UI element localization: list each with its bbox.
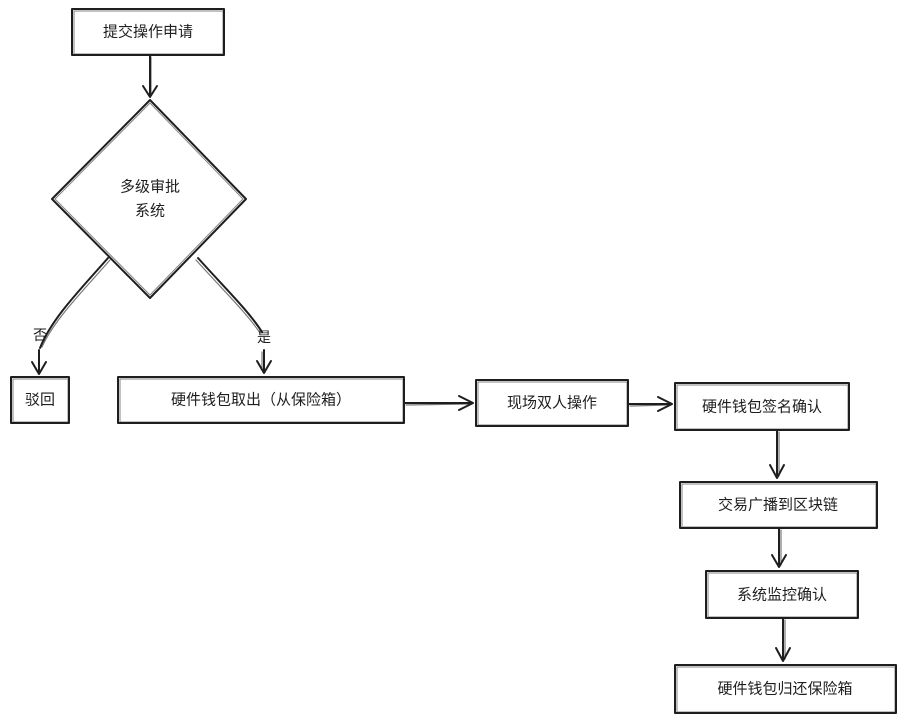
- edge-approval-to-retrieve: [195, 257, 272, 374]
- node-broadcast-label: 交易广播到区块链: [718, 496, 838, 514]
- node-return-wallet-label: 硬件钱包归还保险箱: [717, 680, 852, 698]
- node-retrieve-wallet-label: 硬件钱包取出（从保险箱）: [171, 391, 351, 409]
- node-broadcast[interactable]: 交易广播到区块链: [679, 481, 878, 529]
- node-approval-label-line1: 多级审批: [120, 178, 180, 196]
- edge-label-no: 否: [33, 328, 47, 344]
- node-retrieve-wallet[interactable]: 硬件钱包取出（从保险箱）: [117, 376, 405, 424]
- node-dual-operation[interactable]: 现场双人操作: [475, 379, 629, 427]
- node-reject[interactable]: 驳回: [10, 376, 70, 424]
- node-sign-confirm-label: 硬件钱包签名确认: [702, 398, 822, 416]
- edge-broadcast-to-monitor: [771, 528, 787, 568]
- edge-label-yes: 是: [257, 330, 271, 346]
- edge-submit-to-approval: [142, 55, 158, 98]
- edge-dual-to-sign: [628, 396, 673, 412]
- node-reject-label: 驳回: [25, 391, 55, 409]
- edge-approval-to-reject: [31, 257, 111, 375]
- node-approval-decision[interactable]: 多级审批 系统: [51, 99, 247, 299]
- edge-monitor-to-return: [775, 618, 791, 662]
- node-return-wallet[interactable]: 硬件钱包归还保险箱: [674, 664, 897, 714]
- node-system-monitor-label: 系统监控确认: [737, 586, 827, 604]
- edge-sign-to-broadcast: [769, 430, 785, 479]
- node-submit-request[interactable]: 提交操作申请: [71, 8, 225, 56]
- edge-retrieve-to-dual: [404, 395, 474, 411]
- node-sign-confirm[interactable]: 硬件钱包签名确认: [674, 382, 850, 431]
- node-dual-operation-label: 现场双人操作: [507, 394, 597, 412]
- node-approval-label-line2: 系统: [135, 202, 165, 220]
- node-submit-request-label: 提交操作申请: [103, 23, 193, 41]
- node-system-monitor[interactable]: 系统监控确认: [705, 570, 859, 619]
